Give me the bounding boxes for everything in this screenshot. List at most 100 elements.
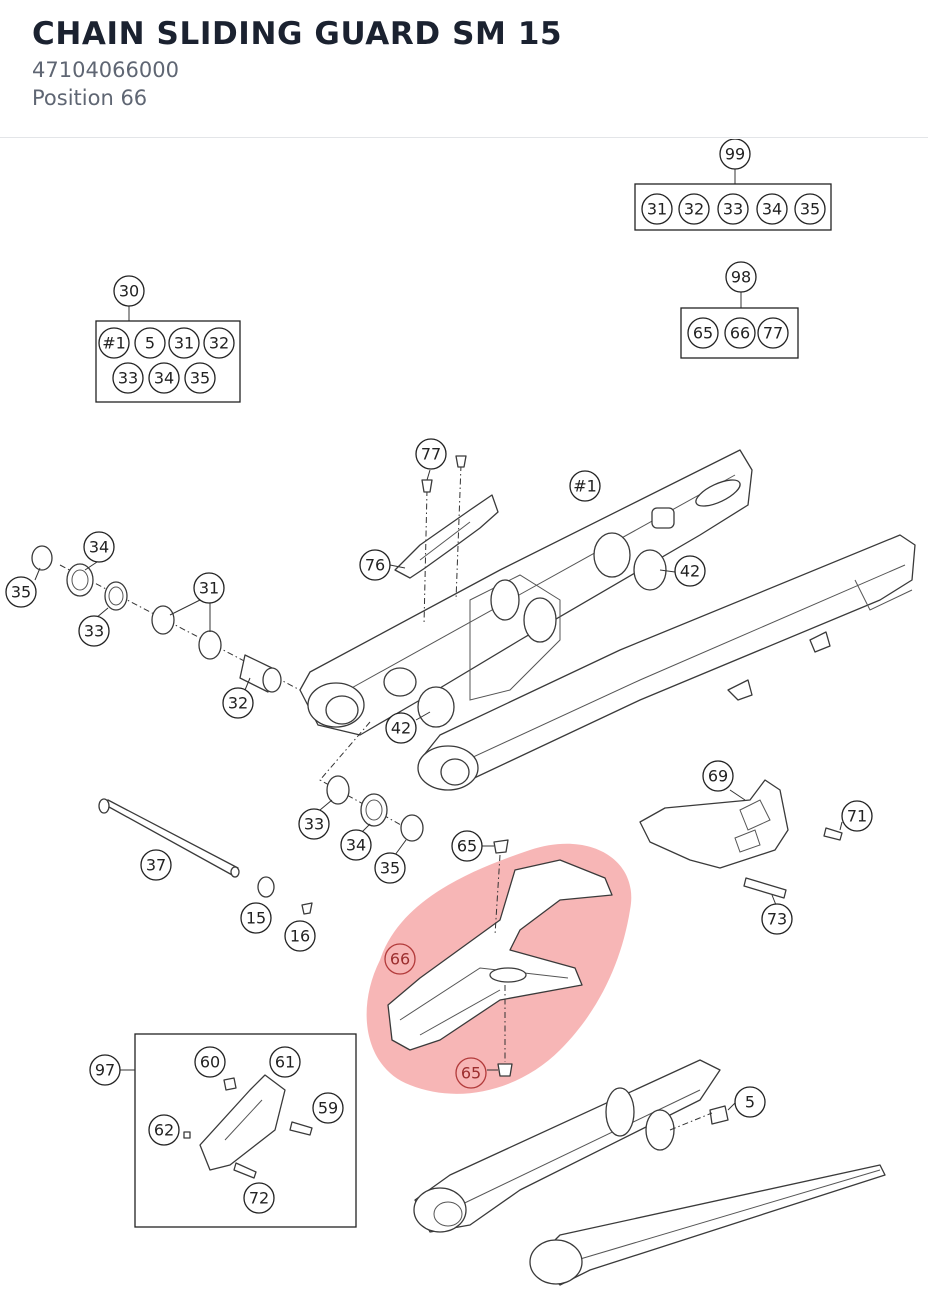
svg-text:35: 35: [380, 859, 400, 878]
svg-text:66: 66: [730, 324, 750, 343]
kit-99-item[interactable]: 32: [678, 193, 710, 225]
callout-99[interactable]: 99: [719, 139, 751, 170]
kit-30-item[interactable]: 35: [184, 362, 216, 394]
svg-text:33: 33: [304, 815, 324, 834]
svg-text:65: 65: [461, 1064, 481, 1083]
kit-98-item[interactable]: 66: [724, 317, 756, 349]
callout-34-lower[interactable]: 34: [340, 829, 372, 861]
kit-30-item[interactable]: 32: [203, 327, 235, 359]
callout-69[interactable]: 69: [702, 760, 734, 792]
kit-99-group: 99 31 32 33 34 35: [634, 139, 832, 231]
svg-text:34: 34: [89, 538, 109, 557]
callout-35-lower[interactable]: 35: [374, 852, 406, 884]
svg-text:30: 30: [119, 282, 139, 301]
chain-guide-69-drawing: [639, 779, 843, 899]
svg-text:32: 32: [684, 200, 704, 219]
callout-71[interactable]: 71: [841, 800, 873, 832]
callout-97[interactable]: 97: [89, 1054, 121, 1086]
svg-text:32: 32: [228, 694, 248, 713]
svg-text:#1: #1: [573, 477, 597, 496]
svg-text:42: 42: [391, 719, 411, 738]
svg-text:69: 69: [708, 767, 728, 786]
callout-35-upper[interactable]: 35: [5, 576, 37, 608]
kit-99-item[interactable]: 31: [641, 193, 673, 225]
svg-text:31: 31: [199, 579, 219, 598]
exploded-parts-diagram: 99 31 32 33 34 35 98 65 66 77 30 #1 5 31…: [0, 139, 928, 1290]
callout-32[interactable]: 32: [222, 687, 254, 719]
svg-text:60: 60: [200, 1053, 220, 1072]
callout-59[interactable]: 59: [312, 1092, 344, 1124]
callout-33-lower[interactable]: 33: [298, 808, 330, 840]
part-header: CHAIN SLIDING GUARD SM 15 47104066000 Po…: [0, 0, 928, 138]
callout-65-lower[interactable]: 65: [455, 1057, 487, 1089]
callout-swingarm-1[interactable]: #1: [569, 470, 601, 502]
callout-76[interactable]: 76: [359, 549, 391, 581]
svg-text:42: 42: [680, 562, 700, 581]
part-title: CHAIN SLIDING GUARD SM 15: [32, 16, 563, 52]
kit-30-group: 30 #1 5 31 32 33 34 35: [95, 275, 241, 403]
svg-text:5: 5: [145, 334, 155, 353]
bearings-lower-drawing: [319, 721, 424, 842]
svg-text:97: 97: [95, 1061, 115, 1080]
callout-16[interactable]: 16: [284, 920, 316, 952]
callout-42-lower[interactable]: 42: [385, 712, 417, 744]
svg-text:35: 35: [11, 583, 31, 602]
svg-text:62: 62: [154, 1121, 174, 1140]
callout-42-upper[interactable]: 42: [674, 555, 706, 587]
kit-30-item[interactable]: 31: [168, 327, 200, 359]
svg-text:31: 31: [174, 334, 194, 353]
kit-98-item[interactable]: 65: [687, 317, 719, 349]
bearings-left-drawing: [31, 545, 301, 693]
swingarm-drawing: [299, 449, 916, 791]
svg-text:73: 73: [767, 910, 787, 929]
chain-sliding-guard-66-drawing: [387, 839, 613, 1077]
svg-text:65: 65: [457, 837, 477, 856]
kit-99-item[interactable]: 33: [717, 193, 749, 225]
svg-text:61: 61: [275, 1053, 295, 1072]
svg-text:71: 71: [847, 807, 867, 826]
svg-text:77: 77: [421, 445, 441, 464]
kit-98-group: 98 65 66 77: [680, 261, 799, 359]
kit-98-item[interactable]: 77: [757, 317, 789, 349]
callout-98[interactable]: 98: [725, 261, 757, 293]
svg-text:31: 31: [647, 200, 667, 219]
svg-text:35: 35: [190, 369, 210, 388]
callout-61[interactable]: 61: [269, 1046, 301, 1078]
callout-5[interactable]: 5: [734, 1086, 766, 1118]
svg-text:66: 66: [390, 950, 410, 969]
svg-text:33: 33: [84, 622, 104, 641]
svg-text:37: 37: [146, 856, 166, 875]
kit-30-item[interactable]: 5: [134, 327, 166, 359]
svg-text:33: 33: [723, 200, 743, 219]
callout-66-selected[interactable]: 66: [384, 943, 416, 975]
callout-34-upper[interactable]: 34: [83, 531, 115, 563]
svg-text:76: 76: [365, 556, 385, 575]
callout-30[interactable]: 30: [113, 275, 145, 307]
callout-37[interactable]: 37: [140, 849, 172, 881]
axle-37-drawing: [98, 798, 313, 915]
svg-text:35: 35: [800, 200, 820, 219]
svg-text:34: 34: [762, 200, 782, 219]
callout-15[interactable]: 15: [240, 902, 272, 934]
kit-99-item[interactable]: 35: [794, 193, 826, 225]
callout-65-upper[interactable]: 65: [451, 830, 483, 862]
svg-text:#1: #1: [102, 334, 126, 353]
svg-text:65: 65: [693, 324, 713, 343]
part-position: Position 66: [32, 86, 148, 110]
svg-text:34: 34: [346, 836, 366, 855]
callout-33-upper[interactable]: 33: [78, 615, 110, 647]
kit-30-item[interactable]: 34: [148, 362, 180, 394]
callout-62[interactable]: 62: [148, 1114, 180, 1146]
callout-77[interactable]: 77: [415, 438, 447, 470]
svg-text:34: 34: [154, 369, 174, 388]
callout-72[interactable]: 72: [243, 1182, 275, 1214]
svg-text:99: 99: [725, 145, 745, 164]
callout-31[interactable]: 31: [193, 572, 225, 604]
callout-73[interactable]: 73: [761, 903, 793, 935]
kit-30-item[interactable]: #1: [98, 327, 130, 359]
kit-99-item[interactable]: 34: [756, 193, 788, 225]
callout-60[interactable]: 60: [194, 1046, 226, 1078]
svg-text:33: 33: [118, 369, 138, 388]
kit-30-item[interactable]: 33: [112, 362, 144, 394]
svg-text:98: 98: [731, 268, 751, 287]
